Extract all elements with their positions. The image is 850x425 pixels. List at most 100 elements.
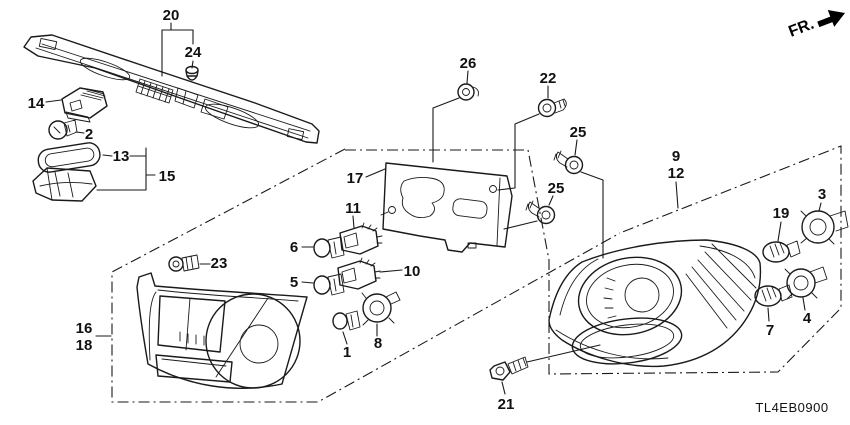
bulb-base xyxy=(345,310,361,331)
bolt-22-drawing xyxy=(537,98,567,118)
socket-outer xyxy=(362,293,392,323)
callout-8[interactable]: 8 xyxy=(374,335,382,352)
callout-labels: 20 24 14 2 13 15 17 26 22 25 25 9 12 3 1… xyxy=(28,7,827,413)
callout-6[interactable]: 6 xyxy=(290,239,298,256)
garnish-inner-edge-2 xyxy=(41,43,311,132)
socket-inner xyxy=(793,275,809,291)
socket-outer xyxy=(801,210,835,244)
bulb-19-drawing xyxy=(762,240,801,263)
callout-24[interactable]: 24 xyxy=(185,44,202,61)
grommet-inner xyxy=(462,88,470,96)
clip-body xyxy=(185,70,199,81)
leader-22 xyxy=(497,85,549,191)
callout-14[interactable]: 14 xyxy=(28,95,45,112)
bolt-head-inner xyxy=(542,103,552,113)
callout-22[interactable]: 22 xyxy=(540,70,557,87)
socket-4-drawing xyxy=(784,266,828,300)
screw-hex-head xyxy=(489,361,511,381)
upper-lamp-opening xyxy=(577,256,683,336)
round-lamp-inner xyxy=(239,324,279,364)
taillight-inner-edge xyxy=(555,258,669,360)
bolt-head-inner xyxy=(541,210,551,220)
callout-16[interactable]: 16 xyxy=(76,320,93,337)
callout-23[interactable]: 23 xyxy=(211,255,228,272)
callout-18[interactable]: 18 xyxy=(76,337,93,354)
screw-head xyxy=(168,256,184,272)
callout-5[interactable]: 5 xyxy=(290,274,298,291)
panel-divider xyxy=(179,297,205,351)
backing-plate-drawing xyxy=(380,162,513,253)
bolt-head xyxy=(564,155,584,175)
callout-1[interactable]: 1 xyxy=(343,344,351,361)
bolt-25-upper-drawing xyxy=(553,150,584,175)
callout-4[interactable]: 4 xyxy=(803,310,812,327)
socket-inner xyxy=(369,300,385,316)
license-garnish-drawing xyxy=(23,34,320,144)
garnish-end-hole-right xyxy=(286,128,305,141)
screw-thread xyxy=(181,254,200,272)
callout-17[interactable]: 17 xyxy=(347,170,364,187)
grommet-flange xyxy=(472,86,479,97)
callout-26[interactable]: 26 xyxy=(460,55,477,72)
callout-11[interactable]: 11 xyxy=(345,200,361,217)
garnish-hatch-block xyxy=(135,78,174,104)
license-lens-drawing xyxy=(32,167,97,202)
socket-3-drawing xyxy=(800,210,849,245)
panel-upper xyxy=(157,295,226,353)
leader-17 xyxy=(365,168,386,178)
plate-tab-hole xyxy=(467,242,477,249)
callout-13[interactable]: 13 xyxy=(113,148,130,165)
callout-19[interactable]: 19 xyxy=(773,205,790,222)
bulb-2-drawing xyxy=(48,119,78,140)
socket-tabs xyxy=(784,266,828,300)
license-lens-gasket-drawing xyxy=(37,142,101,173)
bulb-5-drawing xyxy=(313,273,345,296)
callout-7[interactable]: 7 xyxy=(766,322,774,339)
bulb-glass xyxy=(313,275,331,295)
plate-hole-tick xyxy=(380,211,389,216)
bolt-shank xyxy=(525,200,541,218)
callout-25-upper[interactable]: 25 xyxy=(570,124,587,141)
lower-lamp-opening xyxy=(571,317,683,365)
bolt-25-lower-drawing xyxy=(525,200,556,225)
panel-lower-strip xyxy=(155,354,233,383)
leader-9-12 xyxy=(675,181,679,209)
gasket-inner xyxy=(44,147,95,168)
callout-21[interactable]: 21 xyxy=(498,396,515,413)
callout-10[interactable]: 10 xyxy=(404,263,421,280)
leader-1 xyxy=(342,331,348,345)
bolt-shank xyxy=(553,150,569,168)
socket-tabs xyxy=(361,291,401,326)
leader-19 xyxy=(777,221,782,242)
plate-large-hole xyxy=(400,176,445,219)
housing-ribs xyxy=(80,88,106,101)
socket-8-drawing xyxy=(361,291,401,326)
leader-10 xyxy=(379,269,403,273)
bulb-base xyxy=(761,284,793,302)
upper-lamp-bulb-hole xyxy=(624,277,660,313)
bulb-glass xyxy=(313,238,331,258)
leader-24 xyxy=(191,60,194,69)
bolt-head-inner xyxy=(569,160,579,170)
bulb-base xyxy=(327,236,345,259)
callout-2[interactable]: 2 xyxy=(85,126,93,143)
callout-20[interactable]: 20 xyxy=(163,7,180,24)
callout-9[interactable]: 9 xyxy=(672,148,680,165)
garnish-end-hole-left xyxy=(38,37,58,51)
callout-15[interactable]: 15 xyxy=(159,168,176,185)
leader-2 xyxy=(75,131,85,134)
callout-25-lower[interactable]: 25 xyxy=(548,180,565,197)
callout-12[interactable]: 12 xyxy=(668,165,685,182)
bulb-base xyxy=(769,240,801,258)
socket-detail xyxy=(343,222,383,249)
fr-arrow-icon xyxy=(817,10,846,28)
right-taillight-group-boundary xyxy=(345,145,842,375)
bulb-glass xyxy=(48,120,68,140)
leader-20 xyxy=(161,22,194,77)
grommet-outer xyxy=(457,83,475,101)
license-light-housing-drawing xyxy=(61,87,108,123)
screw-head-inner xyxy=(172,260,180,268)
callout-3[interactable]: 3 xyxy=(818,186,826,203)
